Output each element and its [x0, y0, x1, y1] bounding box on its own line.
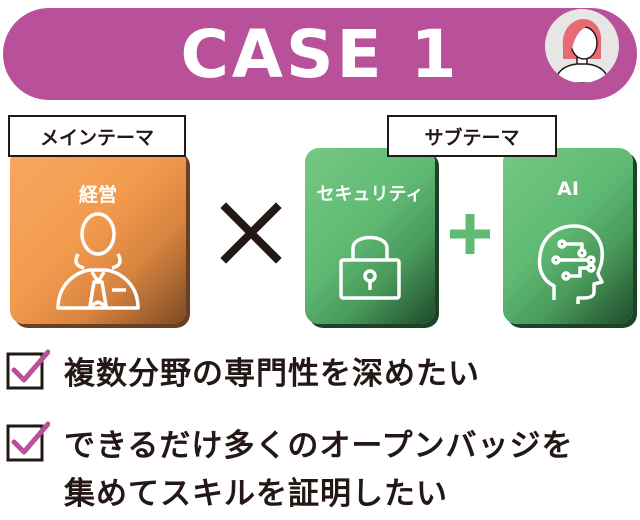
ai-label: AI [557, 178, 579, 200]
main-theme-card: 経営 [10, 148, 186, 324]
case-banner: CASE 1 [3, 8, 637, 100]
ai-card: AI [503, 148, 633, 324]
main-theme-label: 経営 [78, 184, 117, 206]
security-label: セキュリティ [316, 184, 424, 205]
woman-avatar-icon [545, 9, 619, 83]
times-icon [218, 200, 284, 266]
padlock-icon [305, 228, 435, 302]
main-theme-tab: メインテーマ [8, 115, 186, 157]
case-title: CASE 1 [180, 15, 460, 93]
ai-head-icon [503, 220, 633, 304]
checkmark-icon [6, 348, 51, 390]
checklist-text-line-1: できるだけ多くのオープンバッジを [64, 428, 574, 464]
checklist-text-line-2: 集めてスキルを証明したい [64, 476, 448, 512]
businessperson-icon [10, 210, 186, 310]
sub-theme-tab: サブテーマ [387, 115, 557, 157]
checkmark-icon [6, 420, 51, 462]
security-card: セキュリティ [305, 148, 435, 324]
checklist-text: 複数分野の専門性を深めたい [64, 356, 480, 392]
plus-icon [448, 212, 492, 256]
